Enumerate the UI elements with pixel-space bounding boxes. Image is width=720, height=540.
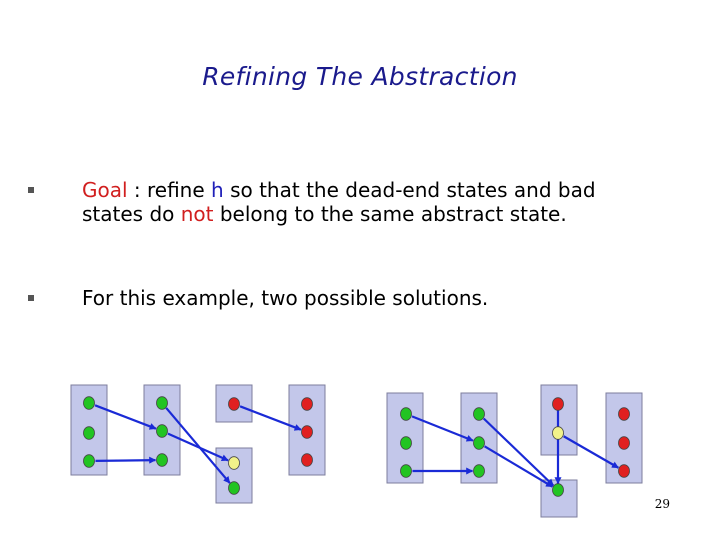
page-title: Refining The Abstraction [202, 62, 518, 91]
bullet-marker [28, 295, 34, 301]
good-state-node [473, 407, 485, 421]
good-state-node [156, 453, 168, 467]
goal-text-a: : refine [127, 178, 212, 202]
good-state-node [400, 436, 412, 450]
transition-arrow [482, 417, 555, 487]
solution-1 [70, 384, 326, 504]
dead-end-state-node [301, 397, 313, 411]
good-state-node [473, 436, 485, 450]
dead-end-state-node [618, 464, 630, 478]
transition-arrow [239, 405, 302, 431]
page-number: 29 [654, 497, 670, 511]
dead-end-state-node [301, 425, 313, 439]
bad-state-node [228, 456, 240, 470]
dead-end-state-node [228, 397, 240, 411]
goal-text-b: so that the dead-end states and bad stat… [82, 178, 596, 226]
dead-end-state-node [301, 453, 313, 467]
good-state-node [552, 483, 564, 497]
transition-arrow [165, 407, 231, 484]
transition-arrow [95, 456, 157, 464]
goal-keyword: Goal [82, 178, 128, 202]
transition-arrow [484, 445, 554, 488]
good-state-node [228, 481, 240, 495]
dead-end-state-node [618, 436, 630, 450]
bad-state-node [552, 426, 564, 440]
transition-arrow [167, 432, 229, 462]
dead-end-state-node [552, 397, 564, 411]
good-state-node [473, 464, 485, 478]
good-state-node [83, 454, 95, 468]
transition-arrow [411, 415, 474, 442]
transition-arrow [94, 404, 157, 430]
transition-arrow [563, 435, 619, 469]
good-state-node [83, 396, 95, 410]
bullet-solutions-text: For this example, two possible solutions… [82, 286, 489, 310]
good-state-node [400, 464, 412, 478]
goal-text-c: belong to the same abstract state. [213, 202, 567, 226]
good-state-node [83, 426, 95, 440]
good-state-node [156, 424, 168, 438]
dead-end-state-node [618, 407, 630, 421]
bullet-goal-text: Goal : refine h so that the dead-end sta… [82, 178, 622, 226]
good-state-node [400, 407, 412, 421]
goal-emph-not: not [180, 202, 214, 226]
bullet-marker [28, 187, 34, 193]
goal-var-h: h [211, 178, 224, 202]
solution-2 [386, 384, 643, 518]
good-state-node [156, 396, 168, 410]
